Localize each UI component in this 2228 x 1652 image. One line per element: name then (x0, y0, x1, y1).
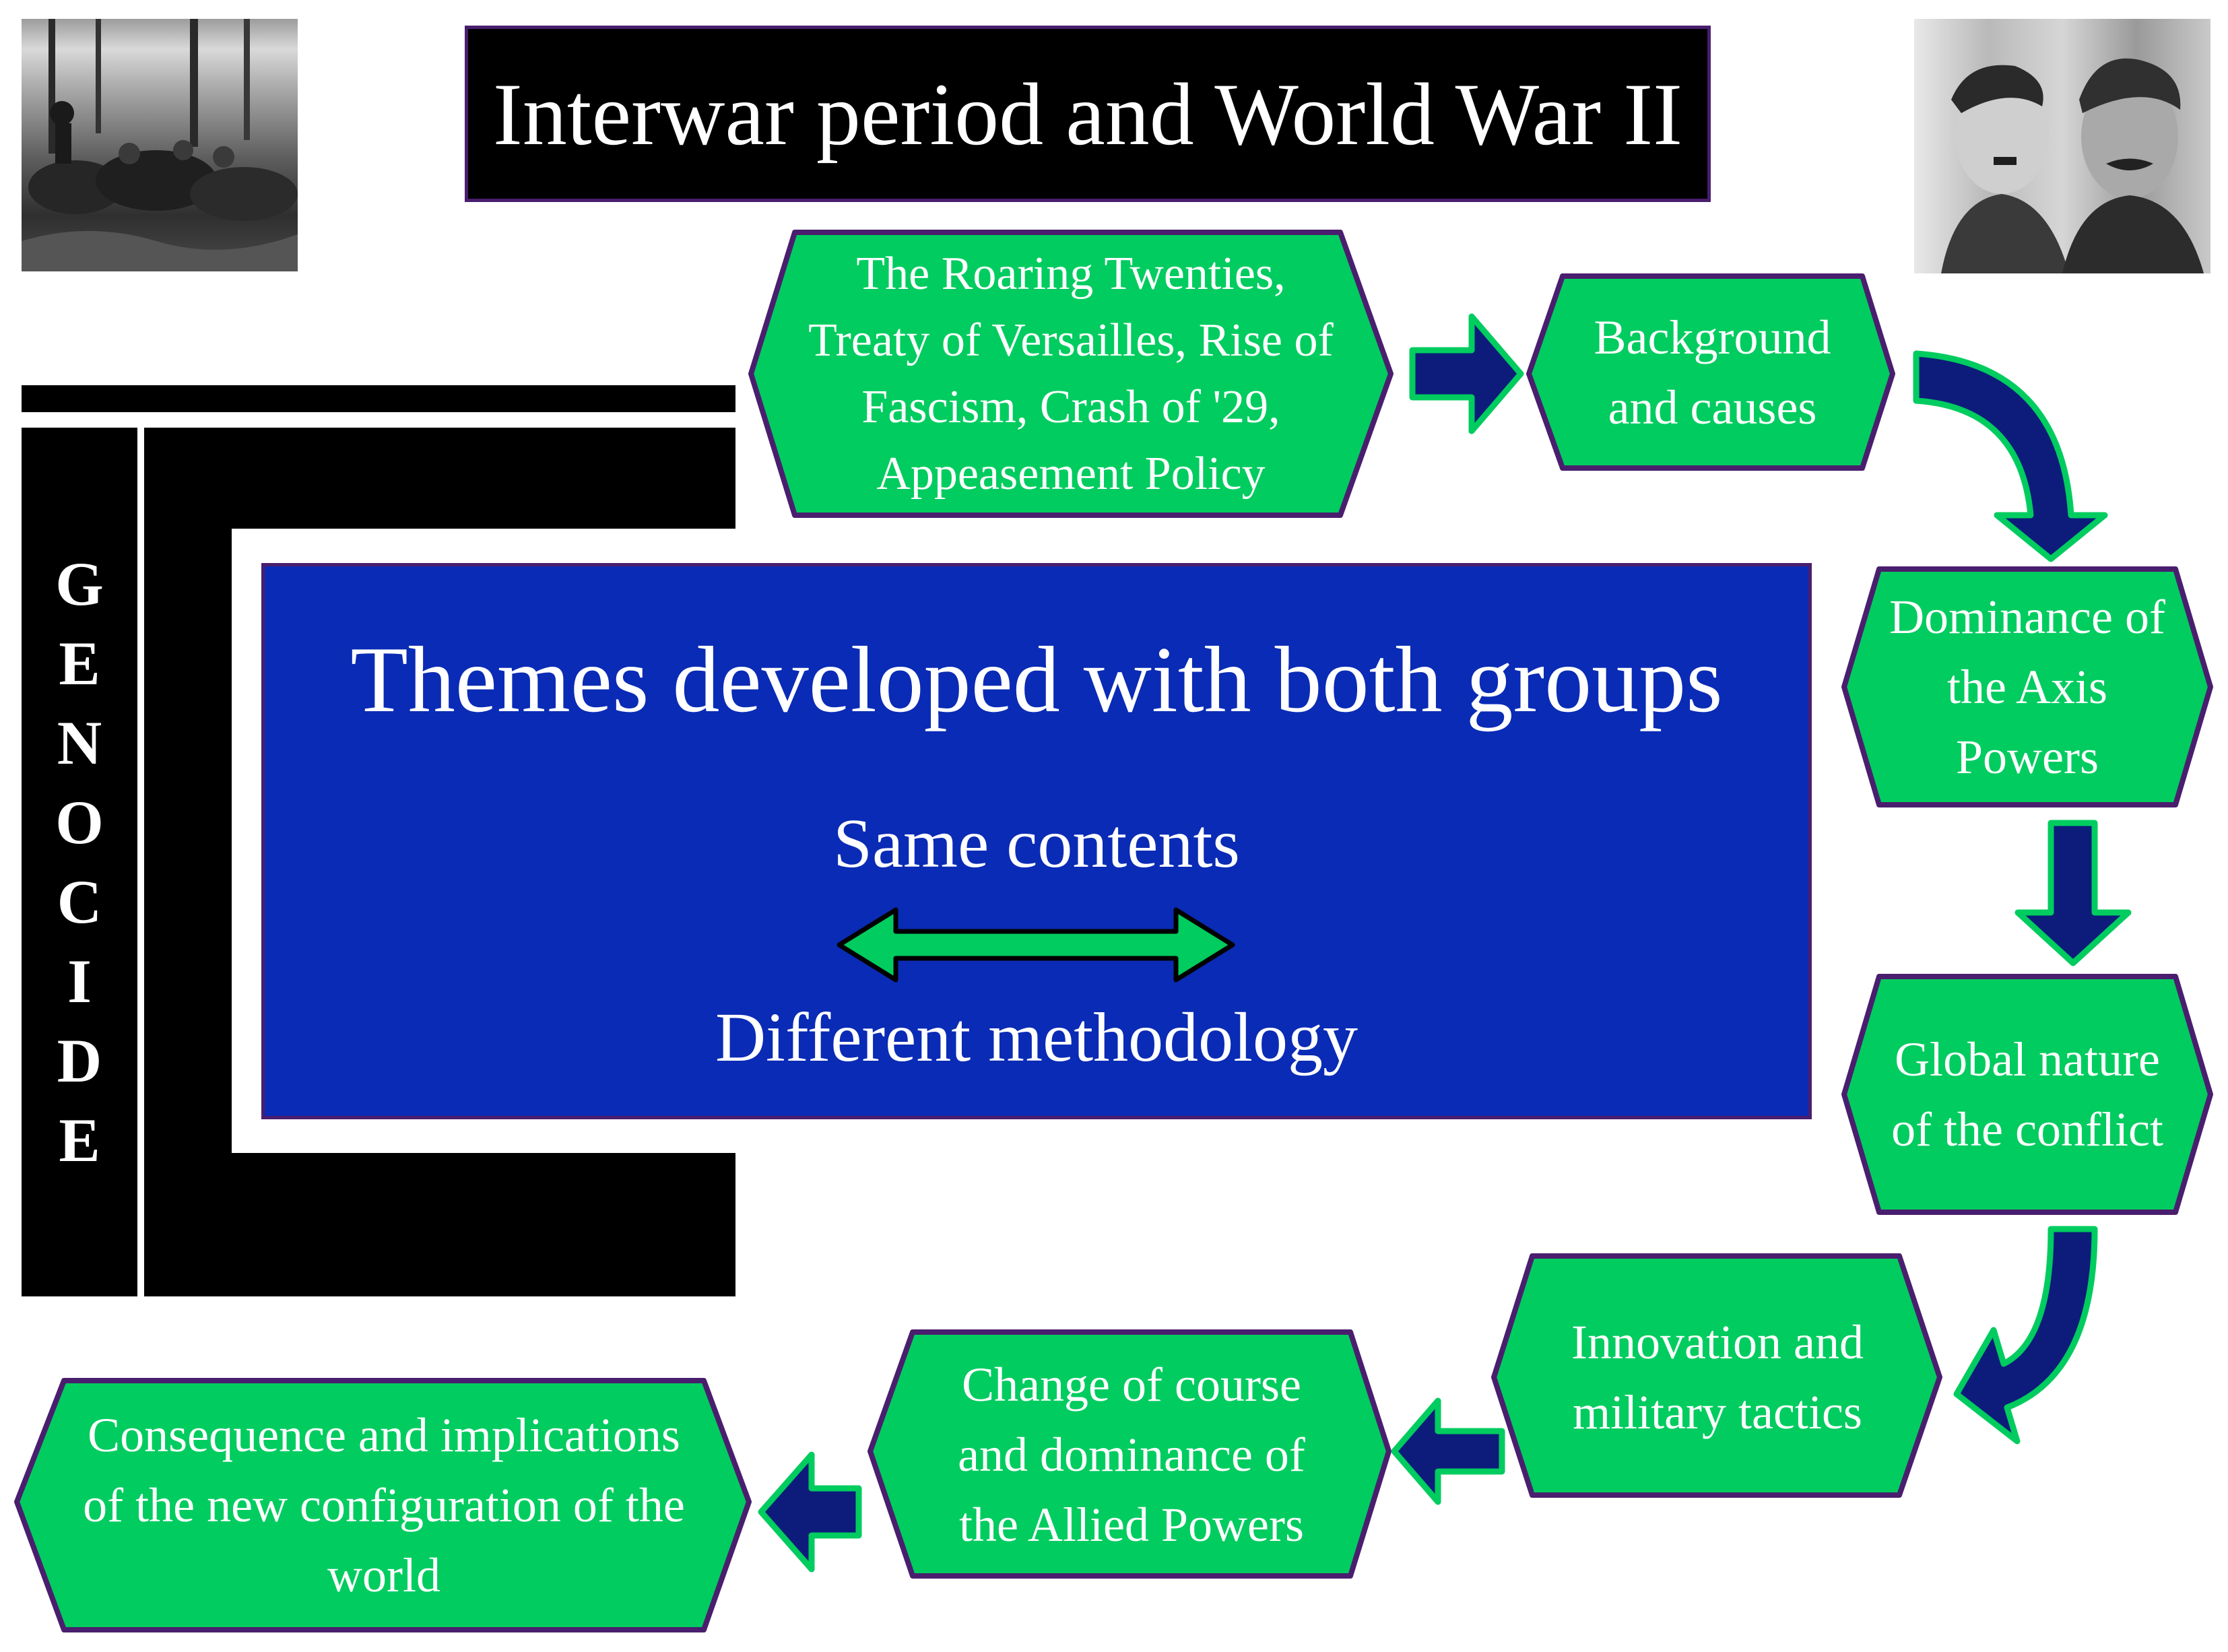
frame-lower-band (144, 1153, 735, 1296)
page-title: Interwar period and World War II (492, 64, 1683, 164)
step-5-label: Innovation and military tactics (1571, 1315, 1864, 1439)
step-2-label: Background and causes (1594, 310, 1831, 434)
step-4-hexagon (1841, 974, 2213, 1215)
arrow-curve-down-icon (1913, 350, 2108, 562)
step-1-label: The Roaring Twenties, Treaty of Versaill… (808, 248, 1334, 500)
step-7-hexagon (14, 1378, 752, 1632)
step-3-hexagon (1841, 566, 2213, 807)
frame-inner-column (144, 428, 232, 1296)
arrow-left-icon (758, 1451, 862, 1573)
different-methodology-label: Different methodology (715, 999, 1358, 1076)
frame-top-bar (22, 385, 735, 412)
arrow-right-icon (1409, 313, 1524, 434)
step-1-hexagon (748, 230, 1394, 518)
genocide-label: GENOCIDE (55, 550, 104, 1175)
themes-heading: Themes developed with both groups (350, 628, 1723, 732)
genocide-column (22, 428, 137, 1296)
step-3-label: Dominance of the Axis Powers (1889, 590, 2165, 784)
soldiers-photo (22, 19, 298, 271)
step-5-hexagon (1491, 1253, 1942, 1498)
step-2-hexagon (1526, 273, 1895, 471)
same-contents-label: Same contents (833, 805, 1240, 882)
leaders-portrait-photo (1914, 19, 2210, 273)
arrow-down-icon (2014, 820, 2132, 966)
step-6-label: Change of course and dominance of the Al… (958, 1358, 1305, 1552)
arrow-curve-left-icon (1953, 1226, 2098, 1445)
double-arrow-icon (837, 907, 1235, 983)
step-7-label: Consequence and implications of the new … (83, 1408, 685, 1602)
step-6-hexagon (867, 1329, 1391, 1579)
frame-upper-band (144, 428, 735, 529)
step-4-label: Global nature of the conflict (1891, 1032, 2163, 1156)
themes-box: Themes developed with both groups Same c… (261, 563, 1812, 1119)
arrow-left-icon (1391, 1397, 1505, 1505)
title-banner: Interwar period and World War II (465, 26, 1711, 202)
